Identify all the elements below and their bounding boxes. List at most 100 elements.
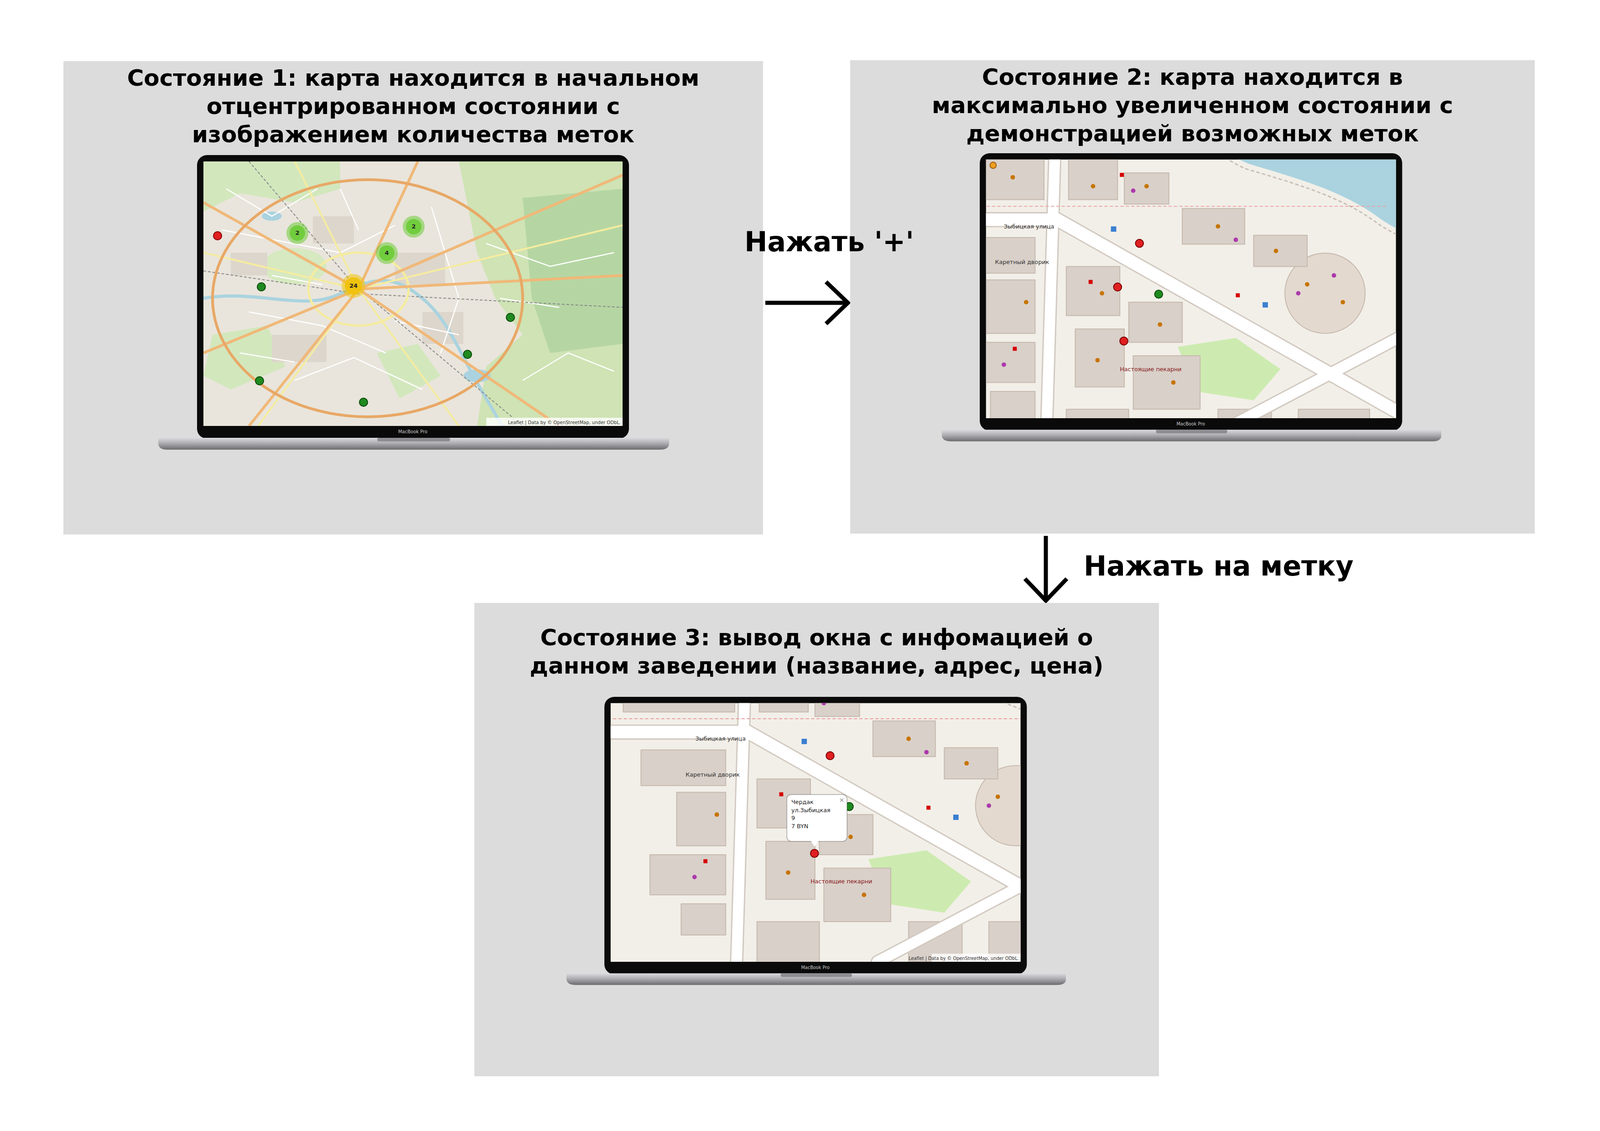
illustration-part: [931, 953, 1021, 962]
illustration-part: [458, 161, 623, 426]
illustration-part: [226, 188, 318, 217]
illustration-part: [1010, 175, 1016, 180]
zoomed-map-view: [986, 159, 1397, 419]
screen-bezel: [197, 155, 629, 439]
illustration-part: [986, 205, 1388, 207]
illustration-part: [431, 207, 459, 354]
illustration-part: [986, 342, 1036, 383]
illustration-part: [405, 218, 422, 235]
arrow-head: [1024, 578, 1067, 601]
illustration-part: [203, 161, 623, 426]
illustration-part: [358, 225, 623, 290]
illustration-part: [358, 289, 459, 426]
illustration-part: [990, 391, 1036, 419]
illustration-part: [1023, 300, 1029, 305]
illustration-part: [1128, 302, 1183, 343]
illustration-part: [359, 398, 368, 407]
illustration-part: [986, 237, 1036, 274]
illustration-part: [486, 243, 614, 267]
illustration-part: [289, 225, 306, 241]
illustration-part: [203, 202, 359, 290]
flow-arrow: [1024, 535, 1067, 601]
illustration-part: [1113, 283, 1123, 292]
illustration-part: [1340, 300, 1346, 305]
illustration-part: [1233, 237, 1239, 243]
illustration-part: [1253, 235, 1308, 267]
illustration-part: [1044, 159, 1058, 419]
illustration-part: [344, 277, 363, 295]
illustration-part: [358, 289, 560, 426]
zoomed-map: [986, 159, 1397, 419]
illustration-part: [1113, 239, 1144, 346]
illustration-part: [1001, 188, 1336, 367]
state-title: Состояние 1: карта находится в начальном…: [122, 63, 705, 149]
illustration-part: [1119, 337, 1128, 346]
illustration-part: [286, 222, 309, 245]
illustration-part: [1010, 175, 1346, 385]
illustration-part: [1331, 273, 1337, 278]
state-title: Состояние 2: карта находится в максималь…: [919, 62, 1467, 148]
illustration-part: [1099, 290, 1105, 296]
zoomed-map-view: [610, 703, 1021, 962]
illustration-part: [1124, 172, 1169, 204]
overview-map: [203, 161, 623, 426]
illustration-part: [358, 275, 623, 290]
illustration-part: [1235, 293, 1240, 298]
flow-arrow: [765, 281, 848, 324]
illustration-part: [1298, 409, 1370, 419]
illustration-part: [1215, 223, 1221, 229]
laptop-illustration: [158, 155, 670, 452]
state-panel: Состояние 1: карта находится в начальном…: [63, 61, 764, 535]
illustration-part: [340, 188, 359, 230]
illustration-part: [203, 161, 623, 426]
illustration-part: [402, 215, 425, 238]
illustration-part: [358, 175, 623, 290]
illustration-part: [1111, 226, 1117, 232]
illustration-part: [394, 252, 446, 285]
illustration-part: [1304, 282, 1310, 287]
illustration-part: [213, 231, 222, 240]
illustration-part: [1090, 183, 1096, 189]
illustration-part: [249, 161, 523, 426]
illustration-part: [1131, 188, 1136, 193]
illustration-part: [221, 225, 395, 253]
illustration-part: [499, 298, 560, 308]
illustration-part: [257, 282, 266, 291]
illustration-part: [986, 159, 1045, 200]
illustration-part: [249, 311, 386, 354]
illustration-part: [221, 188, 614, 390]
illustration-part: [1186, 320, 1397, 419]
illustration-part: [1012, 172, 1241, 351]
illustration-part: [1154, 290, 1164, 299]
edge-label: Нажать на метку: [1083, 549, 1354, 583]
illustration-part: [1001, 362, 1007, 368]
illustration-part: [1075, 328, 1125, 387]
illustration-part: [203, 280, 505, 426]
illustration-part: [1044, 159, 1058, 419]
info-popup: [786, 794, 847, 842]
laptop-illustration: [941, 153, 1442, 444]
popup-tail: [810, 841, 819, 847]
illustration-part: [1095, 358, 1100, 363]
illustration-part: [610, 703, 1021, 962]
illustration-part: [1144, 183, 1149, 189]
state-panel: Состояние 3: вывод окна с инфомацией о д…: [474, 602, 1159, 1077]
illustration-part: [1012, 346, 1018, 351]
illustration-part: [1186, 320, 1397, 419]
illustration-part: [271, 275, 323, 285]
laptop-base: [941, 429, 1442, 442]
illustration-part: [203, 161, 623, 426]
illustration-part: [239, 353, 295, 363]
illustration-part: [1157, 322, 1163, 328]
illustration-part: [1088, 280, 1093, 285]
illustration-part: [341, 274, 366, 298]
illustration-part: [1273, 248, 1279, 254]
illustration-part: [1119, 172, 1124, 177]
illustration-part: [255, 376, 264, 385]
illustration-part: [522, 353, 614, 381]
illustration-part: [506, 313, 515, 322]
illustration-part: [212, 179, 523, 417]
illustration-part: [986, 159, 1397, 419]
illustration-part: [1296, 290, 1301, 296]
illustration-part: [203, 252, 359, 290]
